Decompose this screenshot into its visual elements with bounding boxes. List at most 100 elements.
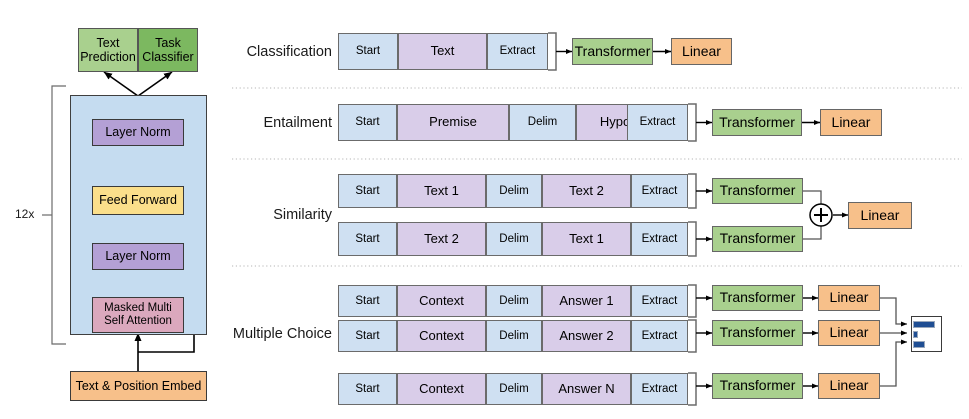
task-label-similarity: Similarity <box>273 207 332 223</box>
section-dividers <box>232 87 962 267</box>
token-start[interactable]: Start <box>338 33 398 70</box>
token-label: Answer 2 <box>559 327 614 343</box>
linear-label: Linear <box>860 206 900 223</box>
token-delim[interactable]: Delim <box>486 174 542 208</box>
token-start[interactable]: Start <box>338 285 397 317</box>
token-answer-2[interactable]: Answer 2 <box>542 320 631 352</box>
linear-multiple-choice-3[interactable]: Linear <box>818 373 880 399</box>
transformer-similarity-1[interactable]: Transformer <box>712 178 803 204</box>
embed-label: Text & Position Embed <box>75 378 202 393</box>
linear-classification[interactable]: Linear <box>671 38 732 65</box>
token-context[interactable]: Context <box>397 285 486 317</box>
token-label: Delim <box>499 294 529 307</box>
feed-forward[interactable]: Feed Forward <box>92 186 184 215</box>
token-start[interactable]: Start <box>338 222 397 256</box>
linear-label: Linear <box>829 289 869 306</box>
token-start[interactable]: Start <box>338 104 397 141</box>
token-label: Extract <box>641 232 678 245</box>
token-extract[interactable]: Extract <box>631 222 688 256</box>
token-text-1[interactable]: Text 1 <box>542 222 631 256</box>
transformer-entailment[interactable]: Transformer <box>712 109 802 136</box>
classification-connectors <box>548 32 672 71</box>
transformer-label: Transformer <box>719 289 796 306</box>
token-start[interactable]: Start <box>338 174 397 208</box>
token-premise[interactable]: Premise <box>397 104 509 141</box>
token-label: Context <box>419 380 464 396</box>
transformer-classification[interactable]: Transformer <box>572 38 653 65</box>
token-label: Extract <box>499 45 536 58</box>
output-bar-3 <box>913 341 925 348</box>
token-label: Extract <box>641 329 678 342</box>
linear-multiple-choice-2[interactable]: Linear <box>818 320 880 346</box>
token-label: Context <box>419 292 464 308</box>
transformer-label: Transformer <box>574 42 651 59</box>
masked-multi-self-attention[interactable]: Masked Multi Self Attention <box>92 297 184 333</box>
token-label: Extract <box>641 382 678 395</box>
text-prediction-line2: Prediction <box>80 50 136 64</box>
token-start[interactable]: Start <box>338 320 397 352</box>
attention-line2: Self Attention <box>104 315 172 327</box>
token-delim[interactable]: Delim <box>509 104 576 141</box>
token-extract[interactable]: Extract <box>631 320 688 352</box>
linear-multiple-choice-1[interactable]: Linear <box>818 285 880 311</box>
linear-entailment[interactable]: Linear <box>820 109 882 136</box>
token-text-1[interactable]: Text 1 <box>397 174 486 208</box>
transformer-label: Transformer <box>719 324 796 341</box>
token-label: Context <box>419 327 464 343</box>
token-label: Answer 1 <box>559 292 614 308</box>
token-text[interactable]: Text <box>398 33 487 70</box>
token-label: Start <box>355 382 380 395</box>
output-bar-2 <box>913 331 918 338</box>
linear-similarity[interactable]: Linear <box>848 202 912 229</box>
token-delim[interactable]: Delim <box>486 285 542 317</box>
token-delim[interactable]: Delim <box>486 320 542 352</box>
task-classifier-line1: Task <box>155 36 181 50</box>
feed-forward-label: Feed Forward <box>99 193 177 208</box>
token-answer-1[interactable]: Answer 1 <box>542 285 631 317</box>
task-label-multiple-choice: Multiple Choice <box>232 326 332 342</box>
layer-norm-top-label: Layer Norm <box>105 125 171 140</box>
token-label: Text 2 <box>569 182 604 198</box>
token-delim[interactable]: Delim <box>486 373 542 405</box>
token-answer-n[interactable]: Answer N <box>542 373 631 405</box>
linear-label: Linear <box>829 324 869 341</box>
token-label: Extract <box>639 116 676 129</box>
token-text-2[interactable]: Text 2 <box>542 174 631 208</box>
token-label: Delim <box>499 232 529 245</box>
token-context[interactable]: Context <box>397 320 486 352</box>
transformer-label: Transformer <box>719 230 796 247</box>
token-extract[interactable]: Extract <box>627 104 688 141</box>
token-delim[interactable]: Delim <box>486 222 542 256</box>
transformer-multiple-choice-3[interactable]: Transformer <box>712 373 803 399</box>
task-label-classification: Classification <box>246 44 332 60</box>
token-extract[interactable]: Extract <box>631 373 688 405</box>
token-label: Start <box>355 232 380 245</box>
transformer-similarity-2[interactable]: Transformer <box>712 226 803 252</box>
transformer-multiple-choice-2[interactable]: Transformer <box>712 320 803 346</box>
layer-norm-bottom[interactable]: Layer Norm <box>92 243 184 270</box>
entailment-connectors <box>688 103 821 142</box>
token-context[interactable]: Context <box>397 373 486 405</box>
layer-norm-top[interactable]: Layer Norm <box>92 119 184 146</box>
text-prediction-head[interactable]: Text Prediction <box>78 28 138 72</box>
token-label: Start <box>355 184 380 197</box>
token-label: Text 2 <box>424 230 459 246</box>
task-classifier-head[interactable]: Task Classifier <box>138 28 198 72</box>
token-extract[interactable]: Extract <box>631 285 688 317</box>
task-label-entailment: Entailment <box>263 115 332 131</box>
repeat-count-label: 12x <box>15 207 35 221</box>
token-label: Start <box>355 329 380 342</box>
token-label: Premise <box>429 114 477 130</box>
token-text-2[interactable]: Text 2 <box>397 222 486 256</box>
text-and-position-embed[interactable]: Text & Position Embed <box>70 371 207 401</box>
token-label: Delim <box>499 382 529 395</box>
token-label: Delim <box>527 116 558 129</box>
token-label: Start <box>355 116 380 129</box>
transformer-label: Transformer <box>719 113 795 130</box>
text-prediction-line1: Text <box>96 36 120 50</box>
token-start[interactable]: Start <box>338 373 397 405</box>
transformer-multiple-choice-1[interactable]: Transformer <box>712 285 803 311</box>
token-extract[interactable]: Extract <box>487 33 548 70</box>
linear-label: Linear <box>831 113 871 130</box>
token-extract[interactable]: Extract <box>631 174 688 208</box>
